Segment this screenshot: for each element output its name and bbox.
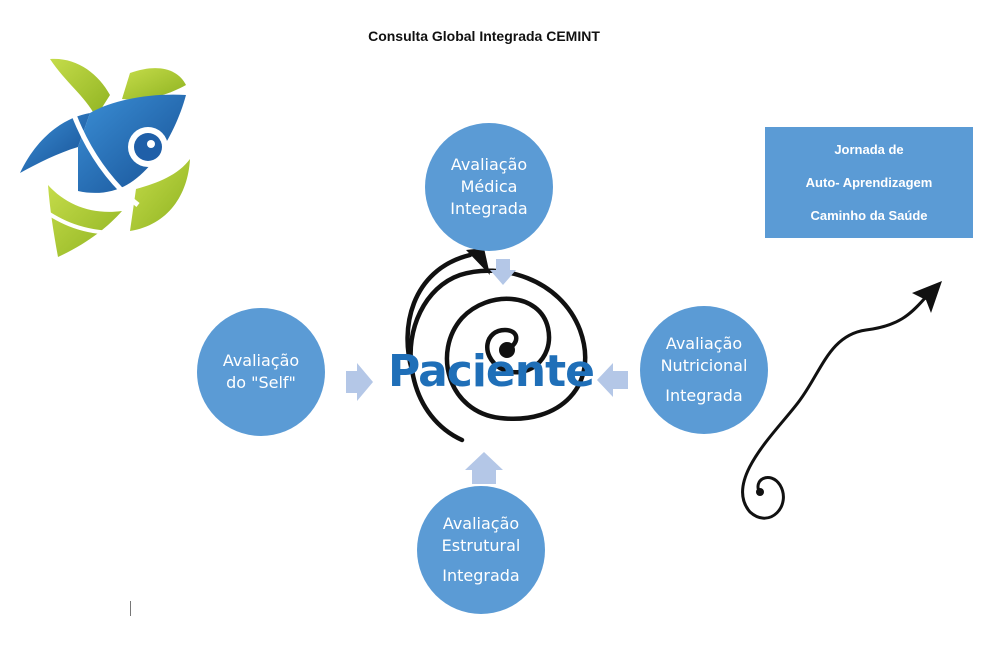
center-label: Paciente	[388, 346, 595, 397]
text-cursor	[130, 601, 131, 616]
node-line: Avaliação	[665, 334, 743, 353]
journey-box: Jornada de Auto- Aprendizagem Caminho da…	[765, 127, 973, 238]
cemint-logo	[20, 58, 190, 257]
node-line: Estrutural	[441, 536, 521, 555]
node-line: Avaliação	[450, 155, 528, 174]
node-avaliacao-self: Avaliação do "Self"	[197, 308, 325, 436]
squiggle-arrow-icon	[741, 281, 942, 520]
journey-line: Jornada de	[834, 142, 904, 157]
node-line: do "Self"	[226, 373, 296, 392]
diagram-title: Consulta Global Integrada CEMINT	[368, 28, 600, 44]
node-line: Avaliação	[442, 514, 520, 533]
node-line: Integrada	[665, 386, 743, 405]
journey-line: Auto- Aprendizagem	[805, 175, 933, 190]
node-avaliacao-medica: Avaliação Médica Integrada	[425, 123, 553, 251]
journey-line: Caminho da Saúde	[810, 208, 928, 223]
node-line: Nutricional	[660, 356, 748, 375]
node-line: Integrada	[450, 199, 528, 218]
node-avaliacao-estrutural: Avaliação Estrutural Integrada	[417, 486, 545, 614]
node-line: Integrada	[442, 566, 520, 585]
node-line: Médica	[460, 177, 518, 196]
node-avaliacao-nutricional: Avaliação Nutricional Integrada	[640, 306, 768, 434]
node-line: Avaliação	[222, 351, 300, 370]
